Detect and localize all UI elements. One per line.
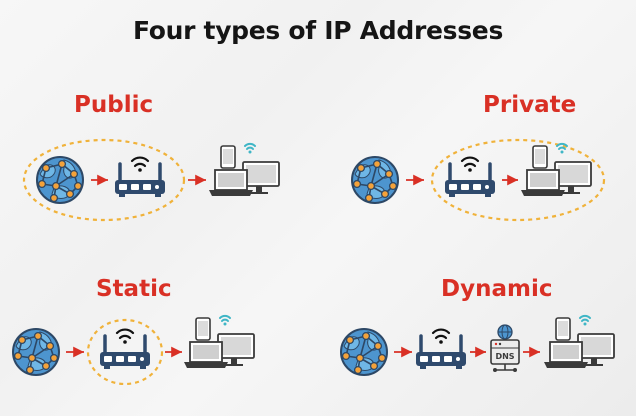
public-label: Public [74,92,154,118]
dns-server-icon [490,324,520,373]
static-label: Static [96,276,172,302]
private-scope-ellipse [430,138,606,222]
private-label: Private [483,92,577,118]
public-scope-ellipse [22,138,186,222]
globe-icon [36,156,84,204]
devices-icon [183,314,255,369]
router-icon [414,327,468,371]
dns-label: DNS [495,352,514,361]
globe-icon [340,328,388,376]
public-diagram [22,138,280,222]
devices-icon [543,314,615,369]
router-icon [98,327,152,371]
static-diagram [12,314,255,386]
devices-icon [208,142,280,197]
globe-icon [12,328,60,376]
static-scope-ellipse [86,318,164,386]
dynamic-label: Dynamic [441,276,553,302]
globe-icon [351,156,399,204]
dynamic-diagram: DNS [340,314,615,376]
page-title: Four types of IP Addresses [132,16,504,45]
router-icon [113,155,167,199]
private-diagram [351,138,606,222]
router-icon [443,155,497,199]
